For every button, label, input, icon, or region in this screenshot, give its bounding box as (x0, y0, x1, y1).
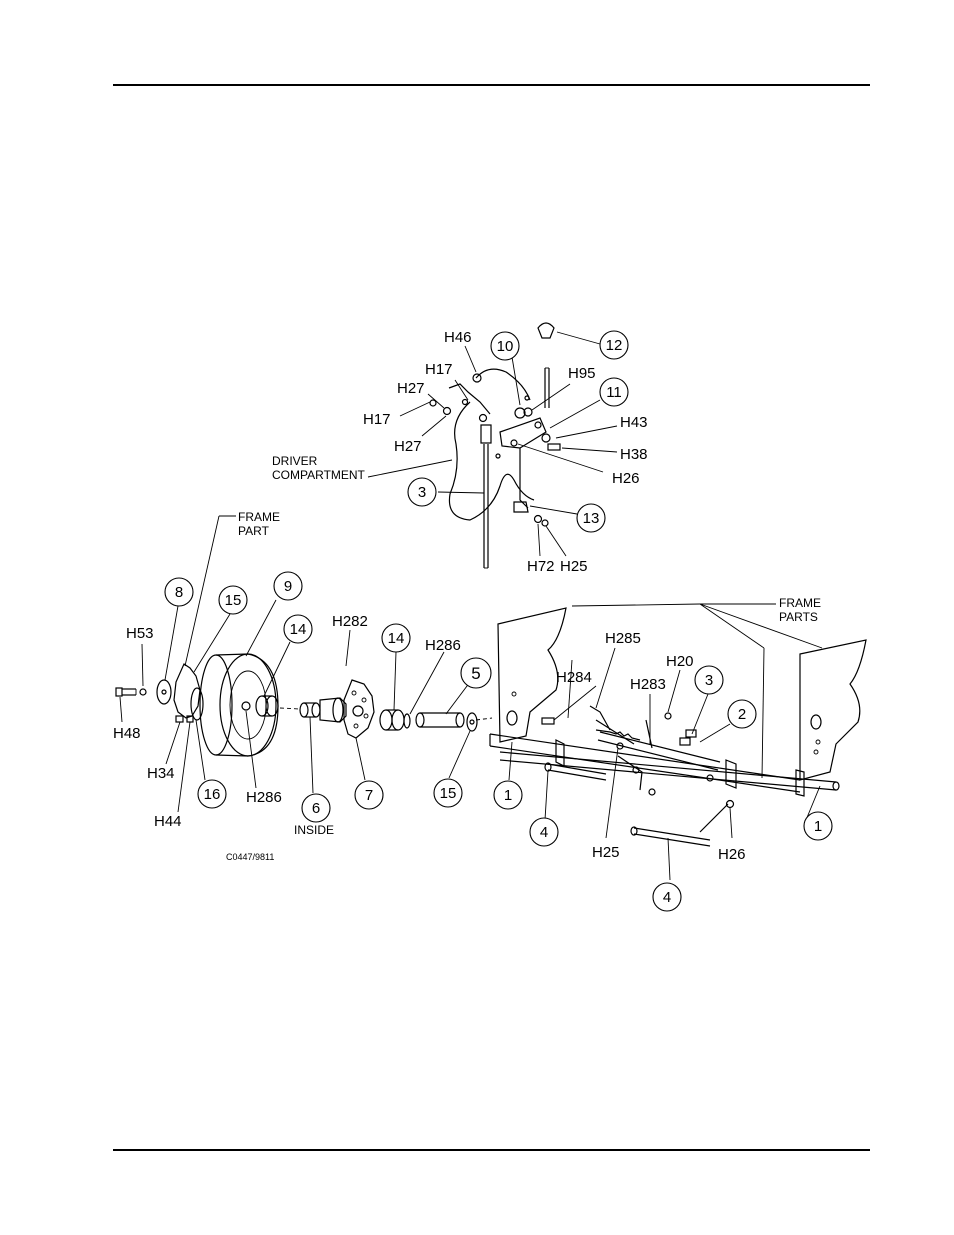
svg-text:H17: H17 (425, 361, 453, 378)
svg-text:COMPARTMENT: COMPARTMENT (272, 468, 366, 482)
svg-text:H285: H285 (605, 630, 641, 647)
notes: DRIVER COMPARTMENT FRAME PART FRAME PART… (219, 454, 821, 862)
frame-rail-assembly (489, 607, 867, 847)
svg-text:9: 9 (284, 578, 292, 595)
svg-text:15: 15 (225, 592, 242, 609)
upper-leader-lines (367, 331, 618, 557)
callout-3-upper: 3 (407, 477, 437, 507)
svg-text:7: 7 (365, 787, 373, 804)
hardware-labels: H46 H17 H95 H27 H17 H43 H27 H38 H26 H72 … (113, 329, 746, 863)
svg-text:H284: H284 (556, 669, 592, 686)
callout-5: 5 (460, 657, 492, 689)
callout-16: 16 (197, 779, 227, 809)
svg-text:15: 15 (440, 785, 457, 802)
svg-text:H25: H25 (592, 844, 620, 861)
svg-text:14: 14 (388, 630, 405, 647)
svg-text:3: 3 (418, 484, 426, 501)
callout-15-mid: 15 (433, 778, 463, 808)
callout-8: 8 (164, 577, 194, 607)
svg-text:4: 4 (540, 824, 548, 841)
svg-text:H26: H26 (612, 470, 640, 487)
callout-3-right: 3 (694, 665, 724, 695)
svg-text:FRAME: FRAME (238, 510, 280, 524)
svg-text:H46: H46 (444, 329, 472, 346)
svg-text:H95: H95 (568, 365, 596, 382)
svg-text:H72: H72 (527, 558, 555, 575)
callout-14-mid: 14 (381, 623, 411, 653)
svg-text:PARTS: PARTS (779, 610, 818, 624)
svg-text:H27: H27 (397, 380, 425, 397)
wheel-assembly (115, 653, 493, 757)
svg-text:H26: H26 (718, 846, 746, 863)
callout-15-left: 15 (218, 585, 248, 615)
svg-text:H282: H282 (332, 613, 368, 630)
svg-text:2: 2 (738, 706, 746, 723)
svg-text:H27: H27 (394, 438, 422, 455)
svg-text:12: 12 (606, 337, 623, 354)
callout-9: 9 (273, 571, 303, 601)
svg-text:H286: H286 (425, 637, 461, 654)
svg-text:H43: H43 (620, 414, 648, 431)
header-rule (113, 84, 870, 86)
frame-leader-lines (508, 603, 823, 881)
callout-1-left: 1 (493, 780, 523, 810)
callout-13: 13 (576, 503, 606, 533)
callout-6: 6 (301, 793, 331, 823)
svg-text:FRAME: FRAME (779, 596, 821, 610)
svg-text:8: 8 (175, 584, 183, 601)
svg-text:H25: H25 (560, 558, 588, 575)
svg-text:11: 11 (606, 384, 622, 401)
svg-text:H283: H283 (630, 676, 666, 693)
svg-text:H20: H20 (666, 653, 694, 670)
callout-11: 11 (599, 377, 629, 407)
control-lever-assembly (429, 322, 561, 569)
callout-7: 7 (354, 780, 384, 810)
svg-text:H17: H17 (363, 411, 391, 428)
svg-text:H34: H34 (147, 765, 175, 782)
callout-2: 2 (727, 699, 757, 729)
callout-4-left: 4 (529, 817, 559, 847)
svg-text:3: 3 (705, 672, 713, 689)
svg-text:H38: H38 (620, 446, 648, 463)
svg-text:PART: PART (238, 524, 270, 538)
callout-4-bottom: 4 (652, 882, 682, 912)
svg-text:H48: H48 (113, 725, 141, 742)
svg-text:DRIVER: DRIVER (272, 454, 318, 468)
svg-text:4: 4 (663, 889, 671, 906)
svg-text:H53: H53 (126, 625, 154, 642)
wheel-leader-lines (119, 515, 471, 813)
svg-text:1: 1 (504, 787, 512, 804)
callout-1-right: 1 (803, 811, 833, 841)
svg-text:5: 5 (471, 664, 480, 683)
svg-text:H44: H44 (154, 813, 182, 830)
svg-text:16: 16 (204, 786, 221, 803)
svg-text:C0447/9811: C0447/9811 (226, 852, 274, 862)
callout-bubbles: 10 12 11 3 13 8 15 9 14 14 5 3 2 16 6 7 … (164, 330, 833, 912)
footer-rule (113, 1149, 870, 1151)
svg-text:H286: H286 (246, 789, 282, 806)
svg-text:10: 10 (497, 338, 514, 355)
svg-text:1: 1 (814, 818, 822, 835)
callout-14-left: 14 (283, 614, 313, 644)
svg-text:6: 6 (312, 800, 320, 817)
svg-text:14: 14 (290, 621, 307, 638)
callout-10: 10 (490, 331, 520, 361)
callout-12: 12 (599, 330, 629, 360)
svg-text:INSIDE: INSIDE (294, 823, 334, 837)
svg-text:13: 13 (583, 510, 600, 527)
